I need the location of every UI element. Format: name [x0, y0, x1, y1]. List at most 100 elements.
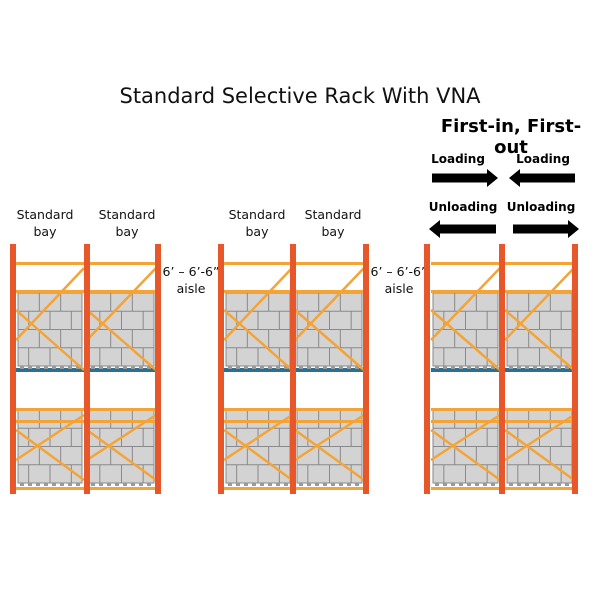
rack-upright	[499, 244, 505, 494]
rack-upright	[424, 244, 430, 494]
bay-label-line1: Standard	[228, 207, 286, 222]
diagram-title: Standard Selective Rack With VNA	[119, 84, 481, 108]
rack-beam	[16, 408, 84, 411]
pallet-slat	[276, 366, 280, 369]
rack-beam	[505, 420, 574, 423]
rack-beam	[87, 487, 156, 490]
pallet-slat	[252, 483, 256, 486]
rack-upright	[10, 244, 16, 494]
rack-brace	[86, 413, 157, 462]
pallet-slat	[28, 483, 32, 486]
rack-beam	[87, 290, 156, 293]
rack-beam	[87, 420, 156, 423]
rack-brace	[294, 428, 365, 482]
loading-label-left: Loading	[431, 152, 485, 166]
aisle-label: 6’ – 6’-6” aisle	[364, 263, 434, 297]
aisle-label: 6’ – 6’-6” aisle	[156, 263, 226, 297]
rack-brace	[86, 267, 157, 341]
pallet-slat	[323, 483, 327, 486]
pallet-slat	[549, 483, 553, 486]
pallet-slat	[131, 366, 135, 369]
pallet-slat	[228, 483, 232, 486]
pallet-slat	[236, 366, 240, 369]
pallet-slat	[139, 483, 143, 486]
pallet-slat	[131, 483, 135, 486]
rack-brace	[294, 309, 365, 371]
rack-beam	[16, 420, 84, 423]
rack-beam	[224, 487, 292, 490]
aisle-label-line1: 6’ – 6’-6”	[162, 264, 220, 279]
aisle-label-line2: aisle	[176, 281, 206, 296]
rack-brace	[294, 413, 365, 462]
pallet-slat	[139, 366, 143, 369]
pallet-slat	[565, 366, 569, 369]
pallet-slat	[355, 483, 359, 486]
rack-beam	[295, 290, 364, 293]
pallet-slat	[244, 483, 248, 486]
rack-beam	[224, 408, 292, 411]
rack-brace	[223, 309, 293, 371]
pallet-slat	[541, 366, 545, 369]
pallet-slat	[557, 366, 561, 369]
pallet-slat	[147, 366, 151, 369]
pallet-slat	[533, 366, 537, 369]
pallet-slat	[252, 366, 256, 369]
pallet-slat	[451, 483, 455, 486]
pallet-slat	[517, 483, 521, 486]
pallet-slat	[475, 366, 479, 369]
pallet-slat	[299, 366, 303, 369]
rack-beam	[505, 408, 574, 411]
pallet-slat	[355, 366, 359, 369]
pallet-slat	[443, 483, 447, 486]
rack-brace	[223, 267, 293, 341]
rack-upright	[572, 244, 578, 494]
pallet-slat	[123, 366, 127, 369]
pallet-slat	[284, 366, 288, 369]
pallet-slat	[339, 366, 343, 369]
arrow-left-icon	[429, 220, 496, 238]
rack-beam	[431, 262, 500, 265]
rack-upright	[363, 244, 369, 494]
rack-brace	[504, 428, 575, 482]
bay-label-line1: Standard	[98, 207, 156, 222]
rack-brace	[504, 413, 575, 462]
pallet-slat	[68, 366, 72, 369]
pallet-slat	[228, 366, 232, 369]
rack-brace	[504, 309, 575, 371]
rack-brace	[223, 428, 293, 482]
rack-brace	[15, 413, 85, 462]
bay-label: Standard bay	[217, 206, 297, 240]
bay-label-line2: bay	[321, 224, 345, 239]
pallet-slat	[491, 366, 495, 369]
pallet-slat	[331, 366, 335, 369]
pallet-slat	[307, 483, 311, 486]
pallet-slat	[244, 366, 248, 369]
rack-brace	[294, 267, 365, 341]
pallet-slat	[315, 366, 319, 369]
pallet-slat	[236, 483, 240, 486]
rack-beam	[295, 408, 364, 411]
rack-beam-blue	[16, 368, 84, 372]
rack-beam	[505, 487, 574, 490]
pallet-slat	[260, 483, 264, 486]
pallet-slat	[36, 366, 40, 369]
pallet-slat	[339, 483, 343, 486]
pallet-slat	[509, 483, 513, 486]
pallet-slat	[549, 366, 553, 369]
pallet-slat	[91, 366, 95, 369]
rack-brace	[15, 428, 85, 482]
bay-label: Standard bay	[293, 206, 373, 240]
arrow-right-icon	[432, 169, 498, 187]
pallet-slat	[76, 483, 80, 486]
rack-beam	[16, 290, 84, 293]
rack-beam	[431, 420, 500, 423]
rack-beam	[505, 262, 574, 265]
pallet-slat	[268, 366, 272, 369]
pallet-slat	[123, 483, 127, 486]
pallet-slat	[52, 366, 56, 369]
pallet-slat	[44, 366, 48, 369]
unloading-label-right: Unloading	[506, 200, 576, 214]
rack-upright	[218, 244, 224, 494]
pallet-slat	[451, 366, 455, 369]
unloading-label-left: Unloading	[428, 200, 498, 214]
